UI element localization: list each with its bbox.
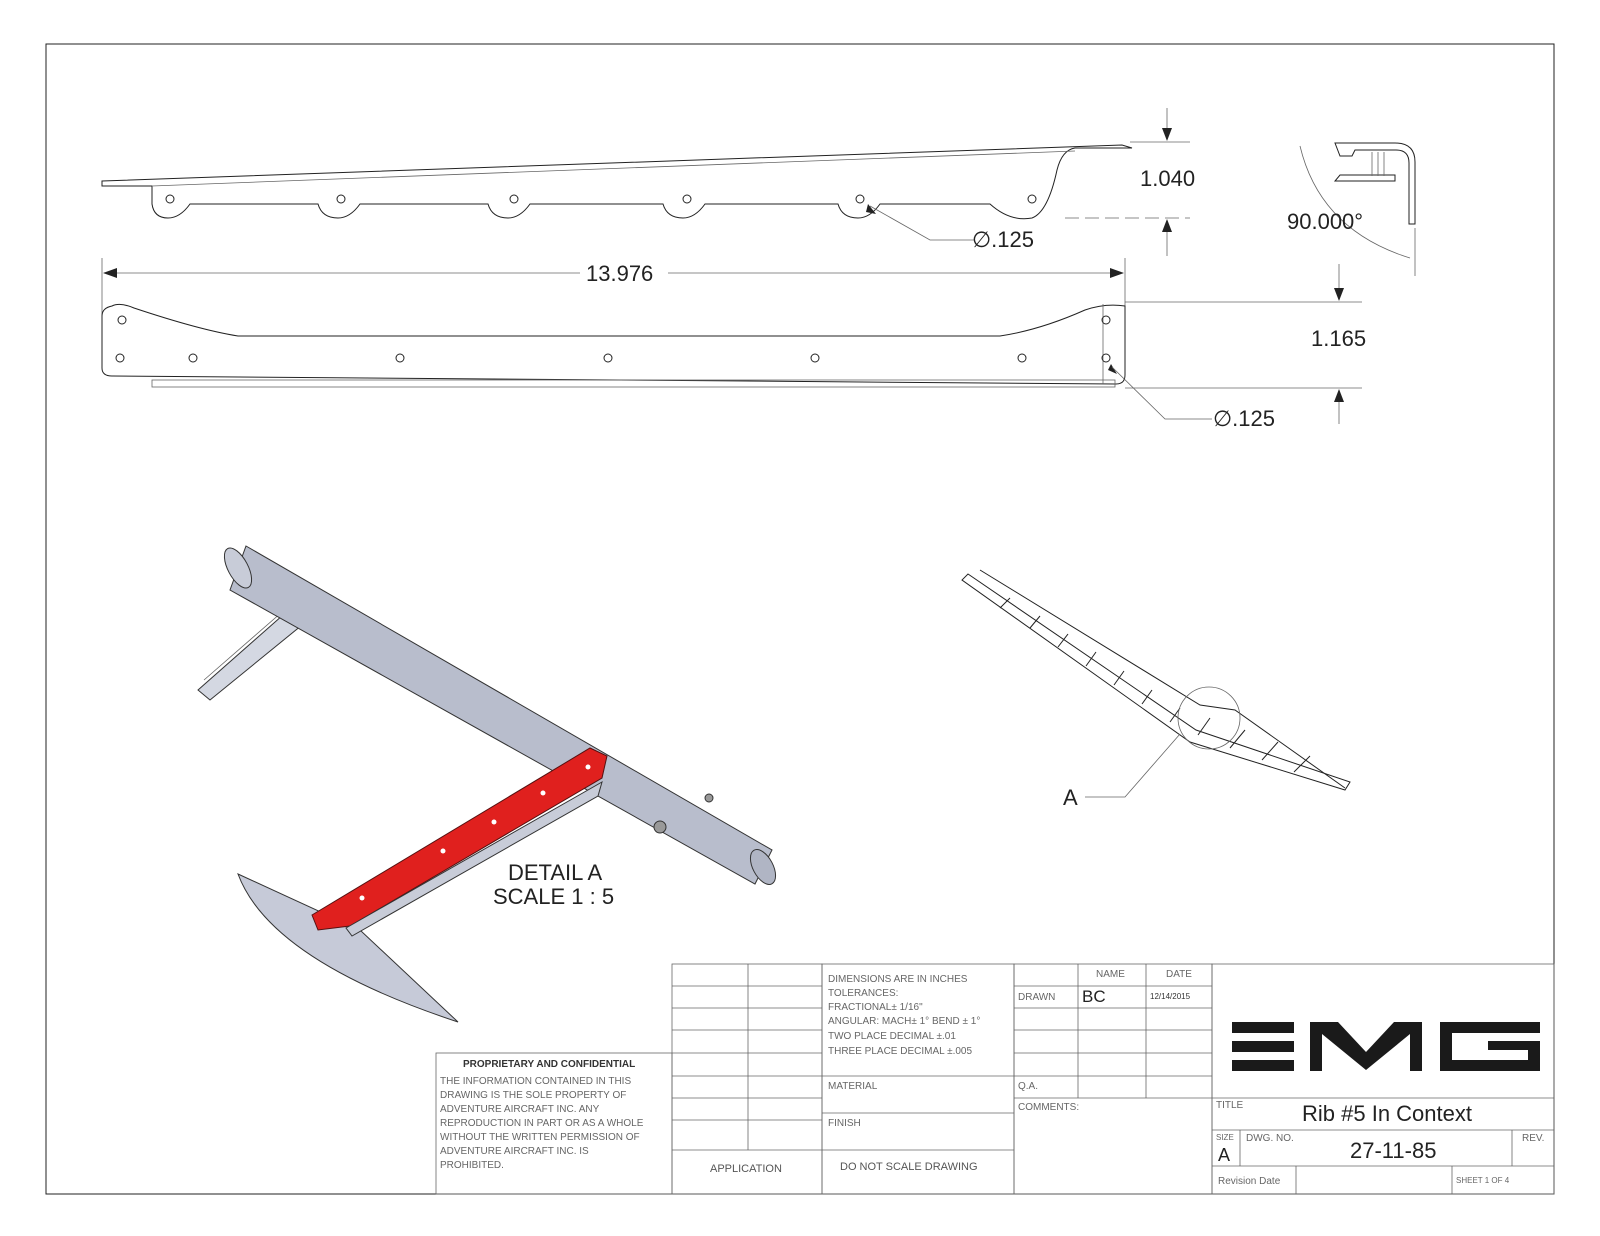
- top-view: [101, 144, 1133, 220]
- finish-label: FINISH: [828, 1118, 861, 1129]
- callout-a: A: [1063, 785, 1078, 810]
- hole: [509, 194, 519, 204]
- hole: [165, 194, 175, 204]
- hole: [1101, 315, 1111, 325]
- application-label: APPLICATION: [710, 1163, 782, 1175]
- proprietary-heading: PROPRIETARY AND CONFIDENTIAL: [463, 1059, 635, 1070]
- drawing-title: Rib #5 In Context: [1302, 1101, 1472, 1126]
- hole: [1101, 353, 1111, 363]
- tolerance-line: DIMENSIONS ARE IN INCHES: [828, 974, 968, 985]
- dim-length-label: 13.976: [586, 261, 653, 286]
- proprietary-line: WITHOUT THE WRITTEN PERMISSION OF: [440, 1132, 640, 1143]
- proprietary-line: ADVENTURE AIRCRAFT INC. IS: [440, 1146, 589, 1157]
- hole: [115, 353, 125, 363]
- do-not-scale-label: DO NOT SCALE DRAWING: [840, 1161, 978, 1173]
- dim-height-top: 1.040: [1065, 108, 1195, 256]
- rev-label: REV.: [1522, 1133, 1544, 1144]
- hole: [336, 194, 346, 204]
- tolerance-line: ANGULAR: MACH± 1° BEND ± 1°: [828, 1016, 980, 1027]
- detail-scale: SCALE 1 : 5: [493, 884, 614, 909]
- proprietary-line: THE INFORMATION CONTAINED IN THIS: [440, 1076, 631, 1087]
- tolerance-line: TOLERANCES:: [828, 988, 898, 999]
- size-label: SIZE: [1216, 1133, 1234, 1142]
- angle-label: 90.000°: [1287, 209, 1363, 234]
- dim-height-top-label: 1.040: [1140, 166, 1195, 191]
- proprietary-line: DRAWING IS THE SOLE PROPERTY OF: [440, 1090, 626, 1101]
- dim-length: 13.976: [101, 258, 1126, 316]
- hole: [810, 353, 820, 363]
- hole-dia-front-label: ∅.125: [1213, 406, 1275, 431]
- dwg-no-label: DWG. NO.: [1246, 1133, 1294, 1144]
- title-block: PROPRIETARY AND CONFIDENTIAL THE INFORMA…: [435, 963, 1555, 1195]
- dim-height-front: 1.165: [1125, 264, 1366, 424]
- material-label: MATERIAL: [828, 1081, 878, 1092]
- dwg-no-value: 27-11-85: [1350, 1138, 1436, 1163]
- tolerance-line: TWO PLACE DECIMAL ±.01: [828, 1031, 956, 1042]
- emg-logo: [1232, 1022, 1540, 1071]
- leader-hole-top: ∅.125: [866, 204, 1034, 252]
- hole: [603, 353, 613, 363]
- proprietary-line: REPRODUCTION IN PART OR AS A WHOLE: [440, 1118, 644, 1129]
- size-value: A: [1218, 1145, 1230, 1165]
- tolerance-line: FRACTIONAL± 1/16": [828, 1002, 923, 1013]
- drawn-label: DRAWN: [1018, 992, 1055, 1003]
- leader-hole-front: ∅.125: [1108, 364, 1275, 431]
- qa-label: Q.A.: [1018, 1081, 1038, 1092]
- tolerance-line: THREE PLACE DECIMAL ±.005: [828, 1046, 972, 1057]
- drawn-name: BC: [1082, 987, 1106, 1006]
- iso-view: A: [961, 569, 1351, 810]
- hole: [395, 353, 405, 363]
- hole: [682, 194, 692, 204]
- proprietary-line: PROHIBITED.: [440, 1160, 504, 1171]
- drawn-date: 12/14/2015: [1150, 992, 1191, 1001]
- date-header: DATE: [1166, 969, 1192, 980]
- dim-height-front-label: 1.165: [1311, 326, 1366, 351]
- hole: [1027, 194, 1037, 204]
- sheet-label: SHEET 1 OF 4: [1456, 1176, 1510, 1185]
- hole: [117, 315, 127, 325]
- detail-circle: [1177, 686, 1241, 750]
- title-label: TITLE: [1216, 1100, 1244, 1111]
- detail-a-view: DETAIL A SCALE 1 : 5: [197, 545, 777, 1023]
- front-view: [101, 303, 1126, 388]
- revision-date-label: Revision Date: [1218, 1176, 1281, 1187]
- hole: [855, 194, 865, 204]
- hole-dia-top-label: ∅.125: [972, 227, 1034, 252]
- end-view: 90.000°: [1287, 142, 1416, 276]
- detail-title: DETAIL A: [508, 860, 602, 885]
- name-header: NAME: [1096, 969, 1125, 980]
- hole: [1017, 353, 1027, 363]
- hole: [188, 353, 198, 363]
- comments-label: COMMENTS:: [1018, 1102, 1079, 1113]
- proprietary-line: ADVENTURE AIRCRAFT INC. ANY: [440, 1104, 600, 1115]
